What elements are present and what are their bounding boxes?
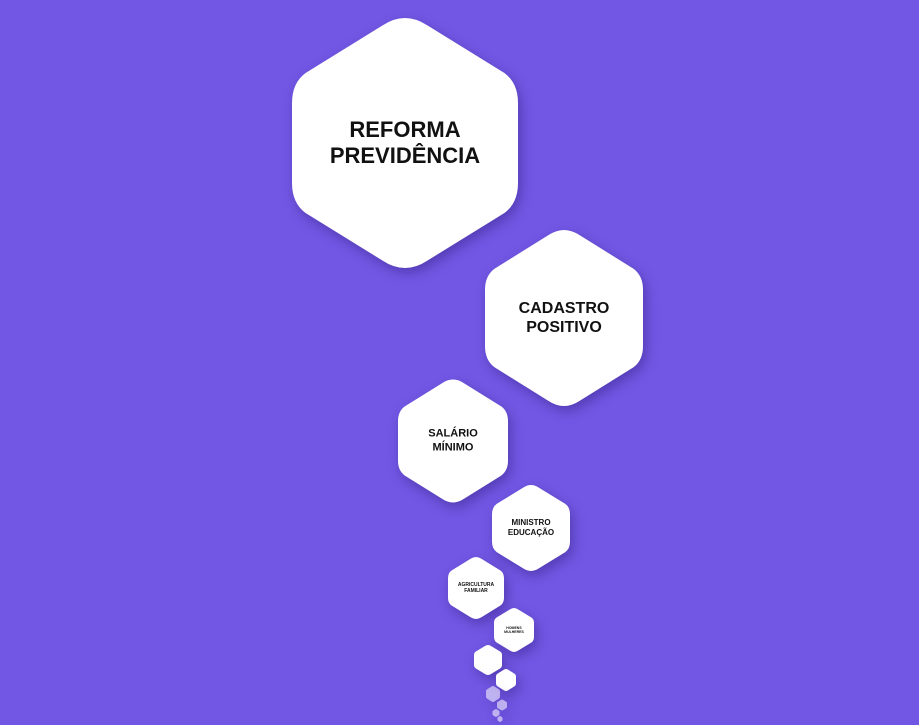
hexagon-shape — [492, 709, 500, 717]
topic-hexagon[interactable]: CADASTRO POSITIVO — [485, 230, 643, 406]
topic-hexagon[interactable] — [497, 699, 507, 711]
hexagon-shape — [497, 716, 503, 722]
topic-hexagon[interactable] — [474, 645, 502, 675]
hexagon-shape — [494, 608, 534, 652]
hexagon-shape — [448, 557, 504, 619]
hexagon-shape — [398, 379, 508, 503]
hexagon-shape — [485, 230, 643, 406]
hexagon-shape — [474, 645, 502, 675]
hexagon-shape — [492, 485, 570, 571]
topic-hexagon[interactable] — [486, 686, 500, 702]
hexagon-shape — [496, 669, 516, 691]
topic-hexagon[interactable] — [492, 709, 500, 717]
hexagon-shape — [292, 18, 518, 268]
hexagon-shape — [497, 699, 507, 711]
topic-hexagon[interactable] — [497, 716, 503, 722]
topic-hexagon[interactable] — [496, 669, 516, 691]
hexagon-shape — [486, 686, 500, 702]
